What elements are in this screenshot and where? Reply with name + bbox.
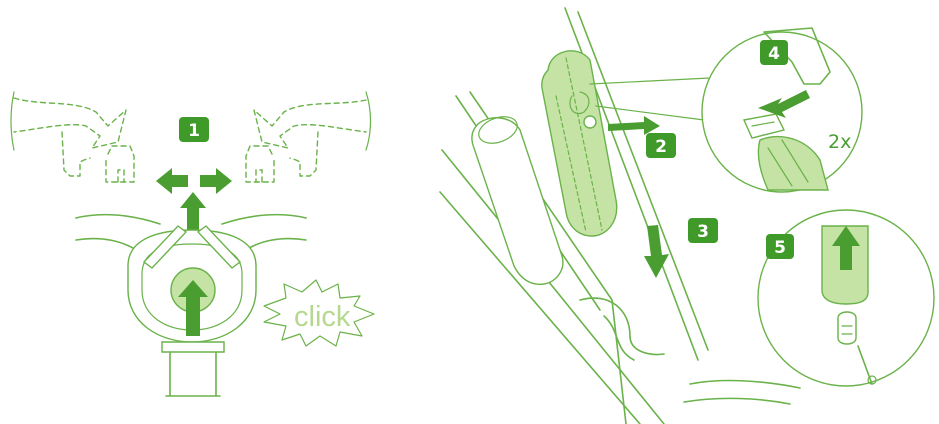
cover-snap <box>584 116 596 128</box>
left-tongue-dashed <box>14 98 134 182</box>
detail-circle-4: 2x 4 <box>702 28 862 192</box>
step-number-4: 4 <box>768 44 780 64</box>
frame-line-c <box>442 150 664 424</box>
callout-line-2 <box>596 106 704 120</box>
step-badge-4: 4 <box>760 40 788 65</box>
arrow-right-step2 <box>608 116 660 135</box>
seat-base-line <box>690 381 800 388</box>
step-badge-1: 1 <box>179 117 209 142</box>
step-badge-5: 5 <box>766 234 794 259</box>
buckle-panel: click 1 <box>11 92 374 396</box>
right-strap-top <box>222 215 306 224</box>
cover-pad <box>542 51 617 236</box>
crotch-strap-top <box>162 342 224 352</box>
step-badge-2: 2 <box>646 133 676 158</box>
left-strap-top <box>76 215 160 224</box>
repeat-label: 2x <box>828 131 851 153</box>
detail-circle-5: 5 <box>758 210 934 386</box>
right-strap-edge <box>366 92 371 150</box>
detail-5-buckle <box>838 312 856 344</box>
arrow-up-tongues <box>180 192 206 232</box>
step-number-2: 2 <box>655 137 667 157</box>
seat-panel: 2x 4 5 2 3 <box>440 8 934 424</box>
arrow-left <box>156 168 188 194</box>
arrow-down-step3 <box>644 225 669 278</box>
seat-base-line-2 <box>684 398 790 404</box>
arrow-right <box>200 168 232 194</box>
click-label: click <box>294 301 351 333</box>
right-tongue-dashed <box>246 100 366 182</box>
step-number-5: 5 <box>774 238 786 258</box>
callout-line-1 <box>590 78 710 84</box>
step-badge-3: 3 <box>688 218 718 243</box>
left-strap-edge <box>11 92 14 150</box>
step-number-1: 1 <box>188 121 200 141</box>
step-number-3: 3 <box>697 222 709 242</box>
crotch-strap <box>166 352 220 396</box>
seat-shell-curve <box>580 298 664 354</box>
